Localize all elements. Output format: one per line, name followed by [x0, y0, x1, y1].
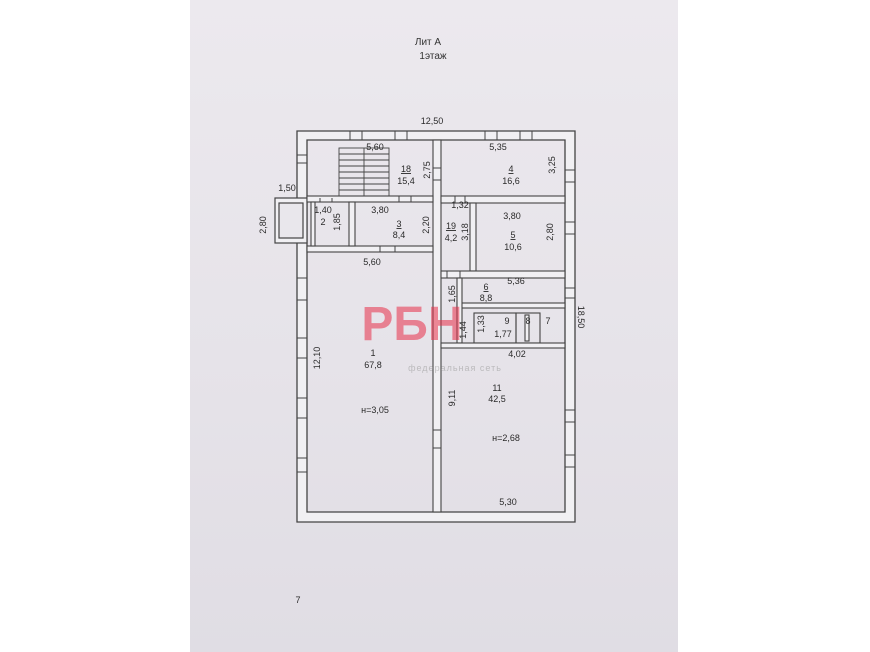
- watermark-logo: РБН: [361, 298, 462, 351]
- windows: [297, 131, 575, 473]
- dim-5-35: 5,35: [489, 142, 507, 152]
- dim-2-75: 2,75: [422, 161, 432, 179]
- dim-1-65: 1,65: [447, 285, 457, 303]
- dim-5-60-mid: 5,60: [363, 257, 381, 267]
- room-4-area: 16,6: [502, 176, 520, 186]
- dim-1-44: 1,44: [458, 321, 468, 339]
- outer-walls: [296, 130, 576, 523]
- dim-12-10: 12,10: [312, 347, 322, 370]
- watermark-tagline: федеральная сеть: [408, 363, 502, 373]
- room-3-number: 3: [396, 219, 401, 229]
- room-3-area: 8,4: [393, 230, 406, 240]
- entry-annex: [274, 197, 308, 244]
- room-1-area: 67,8: [364, 360, 382, 370]
- dim-2-20: 2,20: [421, 216, 431, 234]
- room-2-number: 2: [320, 217, 325, 227]
- room-19-area: 4,2: [445, 233, 458, 243]
- room-1-number: 1: [370, 348, 375, 358]
- doors: [319, 167, 466, 449]
- dim-9-11: 9,11: [447, 390, 457, 407]
- dim-3-18: 3,18: [460, 223, 470, 241]
- room-9-area: 1,77: [494, 329, 512, 339]
- room-1-height: н=3,05: [361, 405, 389, 415]
- building-label: Лит А: [415, 37, 442, 48]
- dim-1-32: 1,32: [451, 200, 469, 210]
- room-4-number: 4: [508, 164, 513, 174]
- watermark: РБН федеральная сеть: [361, 298, 502, 373]
- room-11-height: н=2,68: [492, 433, 520, 443]
- floor-label: 1этаж: [419, 51, 446, 62]
- dim-5-36: 5,36: [507, 276, 525, 286]
- dim-3-25: 3,25: [547, 156, 557, 174]
- interior-walls: [306, 139, 566, 513]
- dim-top-width: 12,50: [421, 116, 444, 126]
- dim-1-85: 1,85: [332, 213, 342, 231]
- dim-3-80-b: 3,80: [503, 211, 521, 221]
- dim-3-80-a: 3,80: [371, 205, 389, 215]
- room-5-number: 5: [510, 230, 515, 240]
- room-18-area: 15,4: [397, 176, 415, 186]
- room-19-number: 19: [446, 221, 456, 231]
- dim-5-30: 5,30: [499, 497, 517, 507]
- dim-2-80-right: 2,80: [545, 223, 555, 241]
- room-18-number: 18: [401, 164, 411, 174]
- dim-2-80-left: 2,80: [258, 216, 268, 234]
- room-9-number: 9: [504, 316, 509, 326]
- room-7-number: 7: [545, 316, 550, 326]
- dim-5-60-top: 5,60: [366, 142, 384, 152]
- room-6-number: 6: [483, 282, 488, 292]
- dimension-labels: 12,50 5,60 5,35 3,25 2,75 1,50 1,40 2,80…: [258, 116, 586, 507]
- dim-1-40: 1,40: [314, 205, 332, 215]
- room-5-area: 10,6: [504, 242, 522, 252]
- room-labels: 18 15,4 4 16,6 2 3 8,4 19 4,2 5 10,6 6 8…: [320, 164, 550, 443]
- dim-4-02: 4,02: [508, 349, 526, 359]
- room-8-number: 8: [525, 316, 530, 326]
- dim-1-50: 1,50: [278, 183, 296, 193]
- room-6-area: 8,8: [480, 293, 493, 303]
- dim-18-50: 18,50: [576, 306, 586, 329]
- dim-1-33: 1,33: [476, 315, 486, 333]
- footer-mark: 7: [295, 595, 300, 605]
- room-11-number: 11: [492, 383, 501, 393]
- room-11-area: 42,5: [488, 394, 506, 404]
- staircase: [338, 147, 390, 197]
